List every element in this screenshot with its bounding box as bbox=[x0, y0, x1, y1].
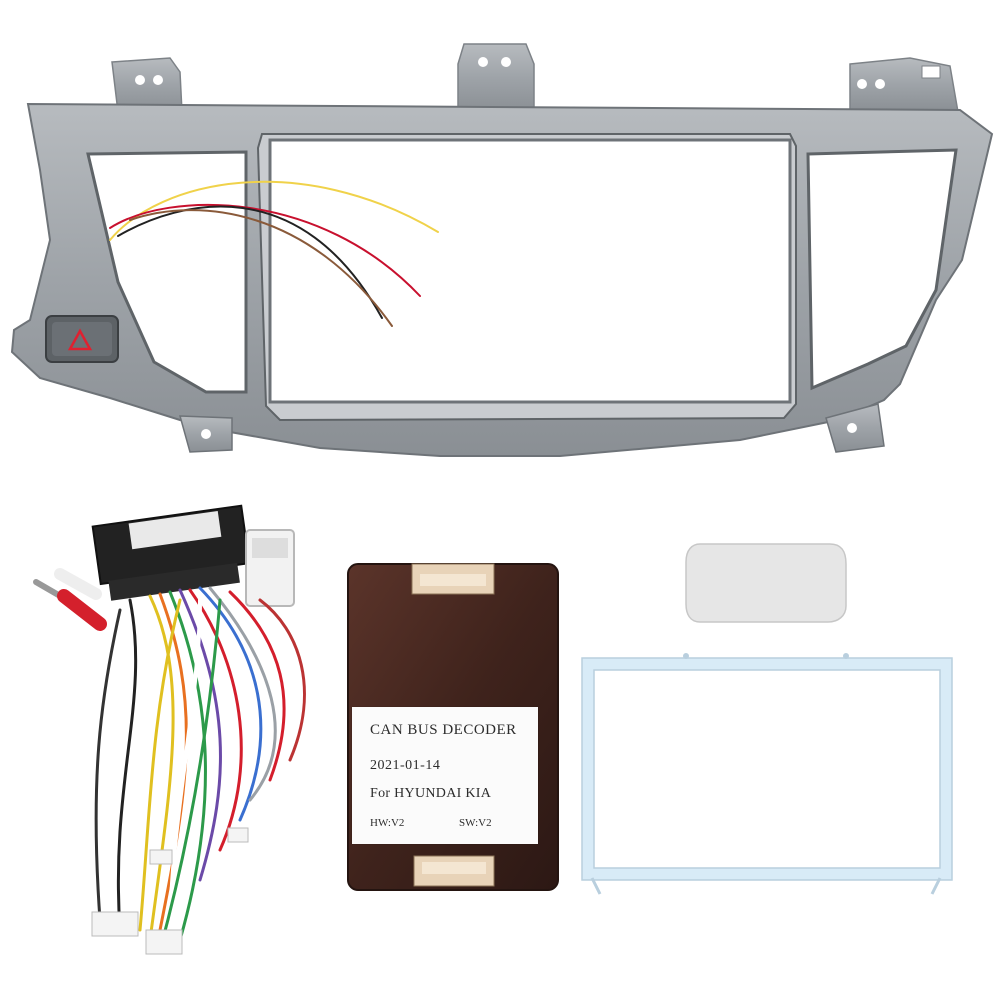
mount-tab-center bbox=[457, 43, 535, 113]
inner-mounting-frame bbox=[581, 653, 953, 895]
hazard-button bbox=[45, 315, 119, 363]
rca-plugs bbox=[33, 568, 107, 631]
trim-left-opening bbox=[86, 150, 248, 394]
decoder-label-model: For HYUNDAI KIA bbox=[370, 786, 492, 801]
decoder-label-hw: HW:V2 bbox=[370, 817, 405, 829]
decoder-label-sw: SW:V2 bbox=[459, 817, 492, 829]
wiring-harness bbox=[33, 504, 306, 955]
decoder-label-date: 2021-01-14 bbox=[370, 758, 441, 773]
hazard-triangle-icon bbox=[67, 328, 93, 351]
decoder-label: CAN BUS DECODER 2021-01-14 For HYUNDAI K… bbox=[352, 707, 538, 844]
decoder-label-title: CAN BUS DECODER bbox=[370, 722, 517, 738]
trim-wires bbox=[109, 180, 439, 327]
dash-trim-panel bbox=[10, 43, 994, 457]
cover-pad bbox=[685, 543, 847, 623]
trim-right-opening bbox=[806, 148, 958, 391]
